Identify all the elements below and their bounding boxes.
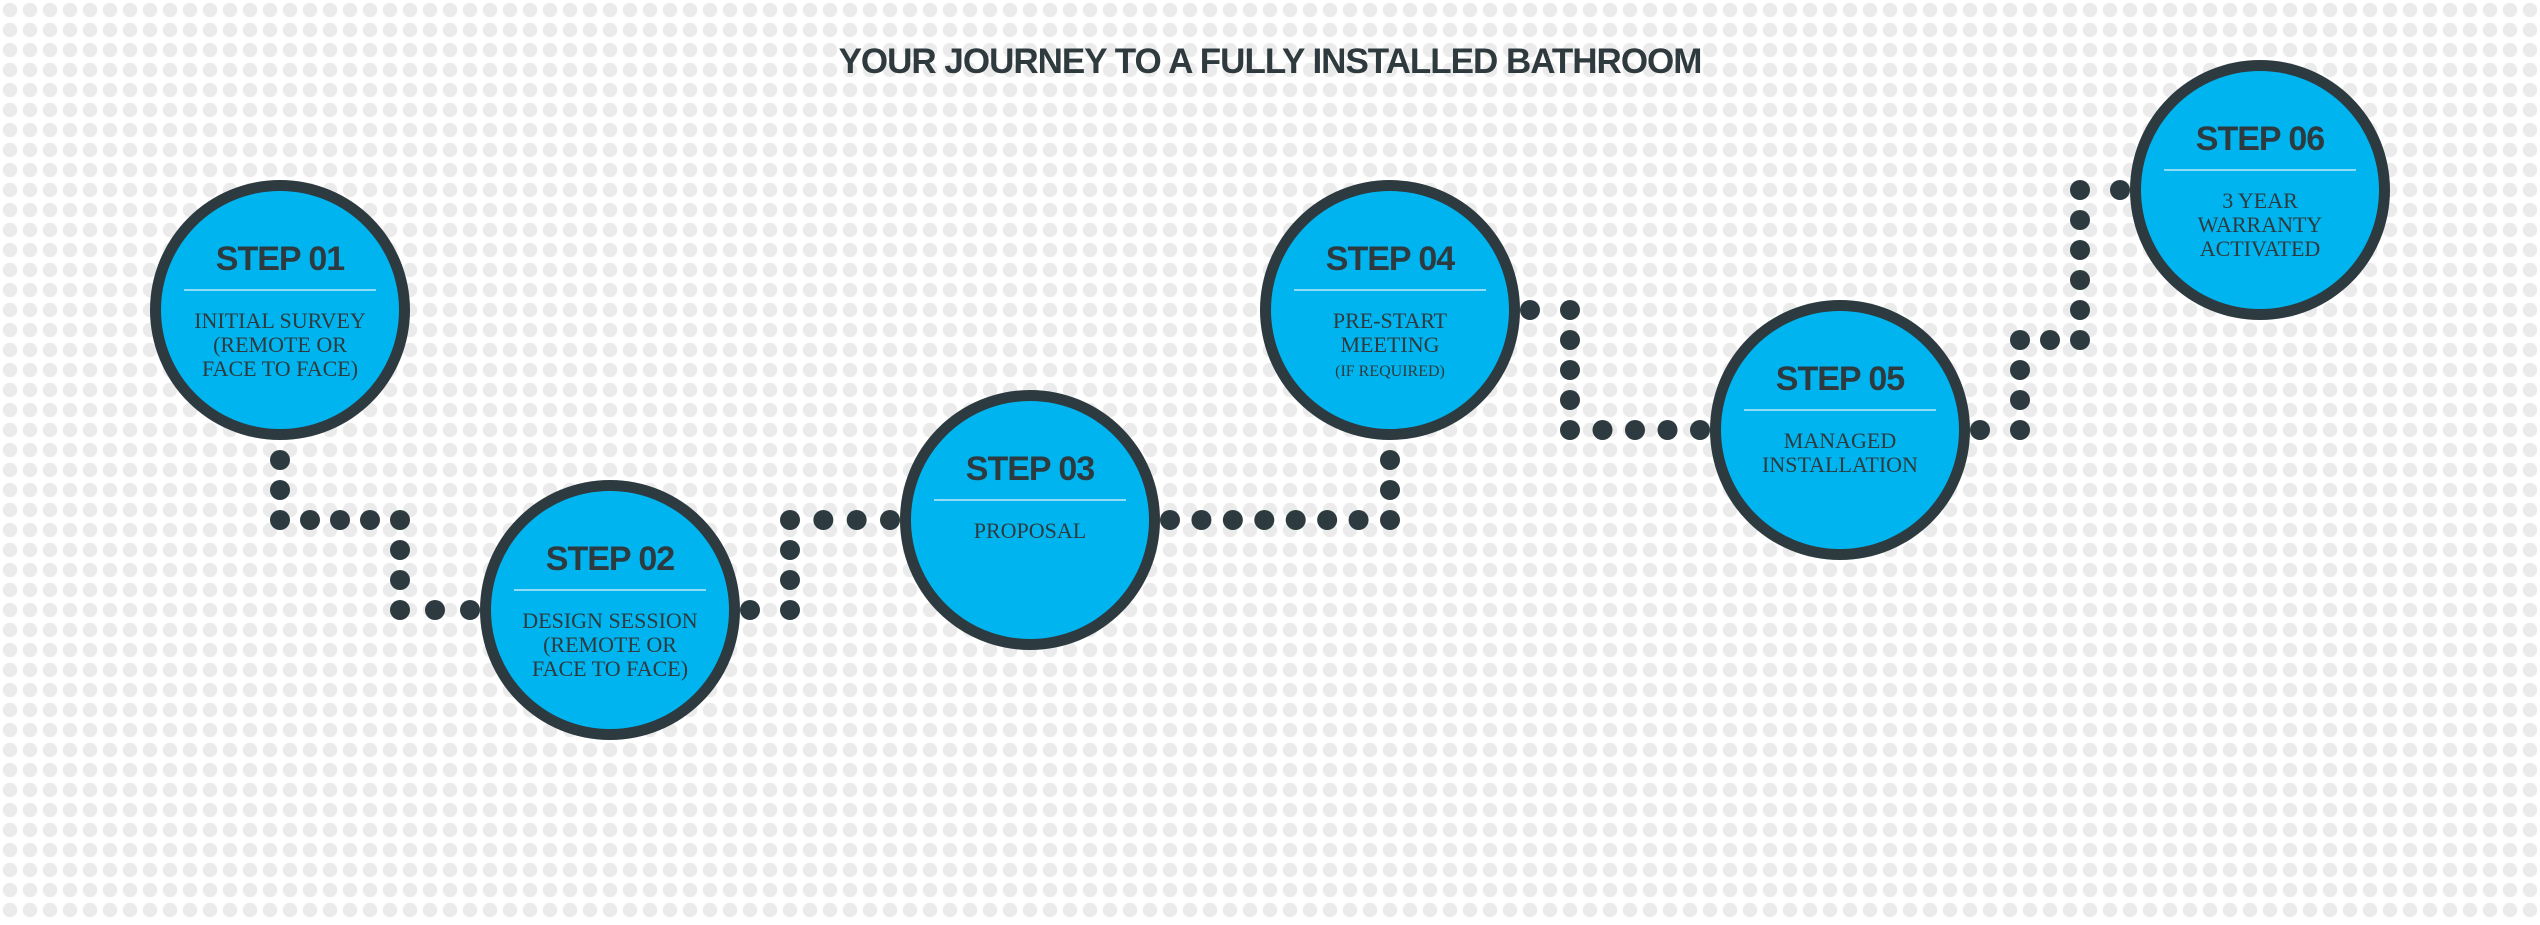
connector-dot	[2010, 390, 2030, 410]
connector-dot	[390, 540, 410, 560]
connector-dot	[780, 540, 800, 560]
connector-dot	[270, 480, 290, 500]
connector-dot	[2010, 360, 2030, 380]
connector-dot	[1560, 360, 1580, 380]
step-description-line: MEETING	[1341, 332, 1440, 357]
connector-dot	[390, 510, 410, 530]
step-description-line: FACE TO FACE)	[532, 656, 688, 681]
connector-dot	[740, 600, 760, 620]
connector-dot	[1560, 300, 1580, 320]
connector-dot	[330, 510, 350, 530]
connector-dot	[880, 510, 900, 530]
step-description-line: INSTALLATION	[1762, 452, 1918, 477]
connector-dot	[1348, 510, 1369, 530]
step-label: STEP 05	[1776, 360, 1905, 398]
connector-paths	[270, 180, 2130, 620]
connector-dot	[1191, 510, 1212, 530]
step-description-line: ACTIVATED	[2200, 236, 2321, 261]
connector-dot	[2070, 270, 2090, 290]
page-title: YOUR JOURNEY TO A FULLY INSTALLED BATHRO…	[838, 42, 1703, 81]
step-description-line: (REMOTE OR	[543, 632, 677, 657]
connector-dot	[780, 600, 800, 620]
step-circle	[911, 401, 1149, 639]
connector-dot	[425, 600, 445, 620]
step-label: STEP 02	[546, 540, 675, 578]
connector-1-to-2	[270, 450, 480, 620]
step-description-line: PRE-START	[1333, 308, 1448, 333]
step-description-line: PROPOSAL	[974, 518, 1086, 543]
step-label: STEP 06	[2196, 120, 2325, 158]
connector-3-to-4	[1160, 450, 1400, 530]
connector-dot	[1592, 420, 1613, 440]
step-description-line: FACE TO FACE)	[202, 356, 358, 381]
connector-dot	[390, 600, 410, 620]
connector-dot	[780, 570, 800, 590]
connector-dot	[390, 570, 410, 590]
step-description-line: 3 YEAR	[2222, 188, 2298, 213]
connector-dot	[1317, 510, 1338, 530]
connector-dot	[270, 510, 290, 530]
connector-dot	[270, 450, 290, 470]
connector-dot	[1560, 330, 1580, 350]
connector-dot	[1380, 510, 1400, 530]
connector-2-to-3	[740, 510, 900, 620]
step-circle	[1271, 191, 1509, 429]
connector-dot	[813, 510, 834, 530]
connector-dot	[2010, 420, 2030, 440]
connector-dot	[1160, 510, 1180, 530]
step-circle	[1721, 311, 1959, 549]
step-description-line: INITIAL SURVEY	[194, 308, 366, 333]
connector-dot	[1970, 420, 1990, 440]
connector-dot	[360, 510, 380, 530]
step-label: STEP 03	[966, 450, 1095, 488]
connector-dot	[1690, 420, 1710, 440]
connector-dot	[2070, 240, 2090, 260]
step-circle	[491, 491, 729, 729]
connector-dot	[1380, 480, 1400, 500]
step-note: (IF REQUIRED)	[1335, 363, 1445, 380]
connector-dot	[300, 510, 320, 530]
connector-dot	[2070, 330, 2090, 350]
connector-dot	[460, 600, 480, 620]
connector-dot	[1254, 510, 1275, 530]
connector-dot	[1560, 420, 1580, 440]
step-description-line: DESIGN SESSION	[522, 608, 698, 633]
connector-5-to-6	[1970, 180, 2130, 440]
connector-dot	[780, 510, 800, 530]
step-description-line: WARRANTY	[2198, 212, 2323, 237]
connector-dot	[1380, 450, 1400, 470]
step-circle	[2141, 71, 2379, 309]
connector-dot	[2010, 330, 2030, 350]
connector-dot	[846, 510, 867, 530]
step-label: STEP 04	[1326, 240, 1456, 278]
connector-dot	[1520, 300, 1540, 320]
connector-dot	[1657, 420, 1678, 440]
connector-dot	[1625, 420, 1645, 440]
connector-dot	[2070, 300, 2090, 320]
step-node-3: STEP 03 PROPOSAL	[900, 390, 1160, 650]
connector-4-to-5	[1520, 300, 1710, 440]
connector-dot	[2110, 180, 2130, 200]
connector-dot	[2040, 330, 2060, 350]
step-circle	[161, 191, 399, 429]
step-label: STEP 01	[216, 240, 345, 278]
step-description-line: MANAGED	[1784, 428, 1896, 453]
connector-dot	[2070, 210, 2090, 230]
step-description-line: (REMOTE OR	[213, 332, 347, 357]
connector-dot	[1222, 510, 1243, 530]
connector-dot	[2070, 180, 2090, 200]
connector-dot	[1560, 390, 1580, 410]
connector-dot	[1285, 510, 1306, 530]
